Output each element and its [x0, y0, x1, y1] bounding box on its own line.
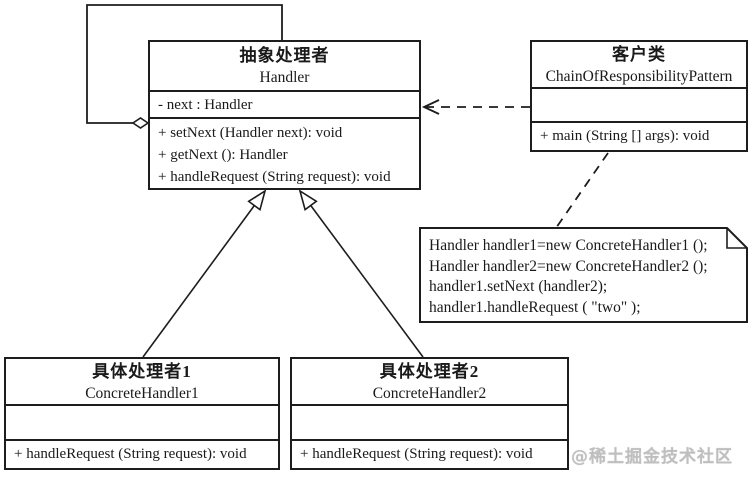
class-title-en: Handler [259, 69, 310, 86]
code-line: handler1.handleRequest ( "two" ); [429, 298, 641, 316]
class-title-en: ChainOfResponsibilityPattern [545, 67, 733, 85]
class-title-handler: 抽象处理者 Handler [150, 42, 419, 90]
note-fold-icon [726, 228, 747, 249]
class-title-en: ConcreteHandler2 [372, 384, 487, 402]
class-title-client: 客户类 ChainOfResponsibilityPattern [532, 42, 746, 87]
note-anchor-dashed-line [555, 152, 609, 229]
method-item: + handleRequest (String request): void [300, 446, 533, 462]
self-aggregation-line [86, 4, 283, 124]
class-fields-concrete2-empty [292, 404, 567, 439]
class-box-handler: 抽象处理者 Handler - next : Handler + setNext… [148, 40, 421, 190]
class-fields-client-empty [532, 87, 746, 121]
class-methods-handler: + setNext (Handler next): void + getNext… [150, 117, 419, 188]
class-title-cn: 抽象处理者 [239, 46, 330, 65]
method-item: + handleRequest (String request): void [14, 446, 247, 462]
class-title-concrete2: 具体处理者2 ConcreteHandler2 [292, 359, 567, 404]
class-box-client: 客户类 ChainOfResponsibilityPattern + main … [530, 40, 748, 152]
class-fields-concrete1-empty [6, 404, 278, 439]
class-box-concrete1: 具体处理者1 ConcreteHandler1 + handleRequest … [4, 357, 280, 470]
note-shape [419, 227, 748, 323]
method-item: + setNext (Handler next): void [158, 125, 343, 141]
class-methods-concrete1: + handleRequest (String request): void [6, 439, 278, 468]
class-title-cn: 具体处理者2 [379, 361, 480, 381]
class-box-concrete2: 具体处理者2 ConcreteHandler2 + handleRequest … [290, 357, 569, 470]
watermark: @稀土掘金技术社区 [571, 447, 733, 467]
class-title-en: ConcreteHandler1 [85, 384, 199, 402]
class-title-concrete1: 具体处理者1 ConcreteHandler1 [6, 359, 278, 404]
aggregation-diamond-icon [131, 117, 150, 129]
code-line: Handler handler1=new ConcreteHandler1 ()… [429, 237, 708, 254]
generalization-arrow-concrete2 [298, 189, 424, 358]
code-line: Handler handler2=new ConcreteHandler2 ()… [429, 257, 708, 275]
class-title-cn: 客户类 [612, 44, 666, 64]
class-fields-handler: - next : Handler [150, 90, 419, 117]
class-methods-concrete2: + handleRequest (String request): void [292, 439, 567, 468]
code-note: Handler handler1=new ConcreteHandler1 ()… [429, 236, 741, 318]
method-item: + handleRequest (String request): void [158, 169, 391, 185]
method-item: + getNext (): Handler [158, 147, 288, 163]
code-line: handler1.setNext (handler2); [429, 278, 608, 295]
method-item: + main (String [] args): void [540, 128, 710, 144]
class-methods-client: + main (String [] args): void [532, 121, 746, 150]
field-item: - next : Handler [158, 97, 253, 113]
generalization-arrow-concrete1 [142, 189, 267, 358]
class-title-cn: 具体处理者1 [92, 361, 192, 381]
